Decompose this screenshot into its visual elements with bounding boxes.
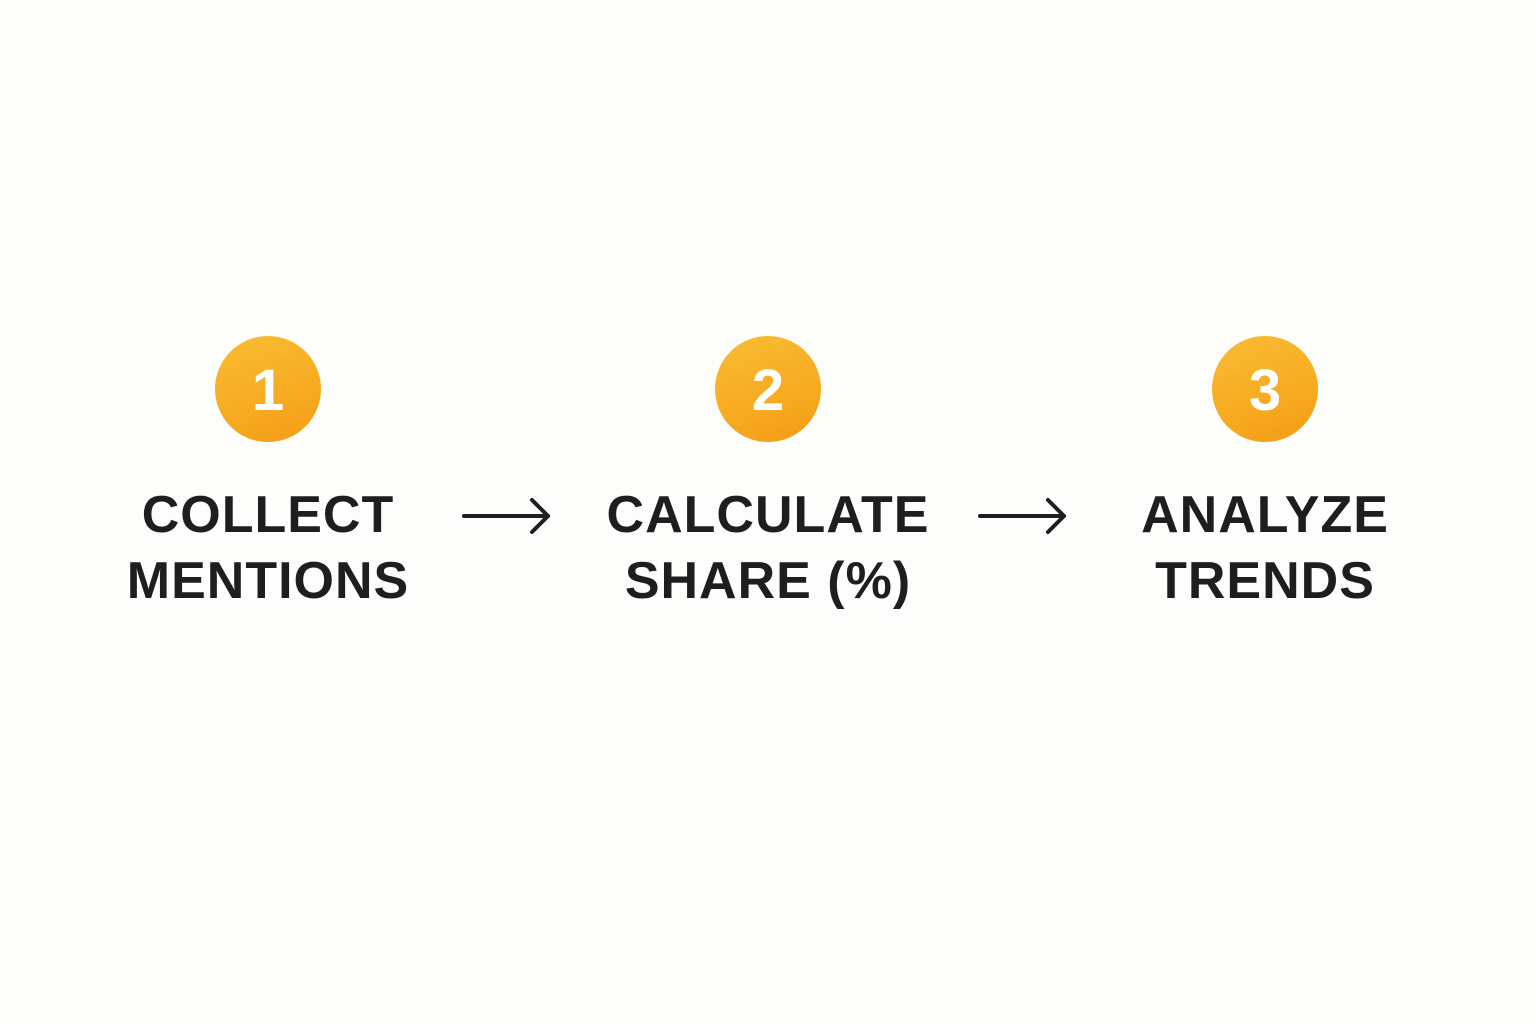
step-analyze-trends: 3 ANALYZE TRENDS (1085, 336, 1445, 614)
step-number: 2 (751, 358, 785, 423)
step-label-line-1: ANALYZE (1141, 486, 1389, 544)
step-collect-mentions: 1 COLLECT MENTIONS (88, 336, 448, 614)
step-label-line-2: TRENDS (1155, 552, 1375, 610)
step-label-line-2: MENTIONS (126, 552, 410, 610)
step-number: 3 (1248, 358, 1282, 423)
step-label-line-1: CALCULATE (606, 486, 930, 544)
step-label-line-2: SHARE (%) (624, 552, 912, 610)
right-arrow-icon (462, 498, 550, 534)
step-number-badge: 1 (215, 336, 321, 442)
step-calculate-share: 2 CALCULATE SHARE (%) (588, 336, 948, 614)
step-label: ANALYZE TRENDS (1141, 482, 1389, 614)
step-label: COLLECT MENTIONS (127, 482, 409, 614)
step-number: 1 (251, 358, 285, 423)
step-label-line-1: COLLECT (141, 486, 395, 544)
step-number-badge: 2 (715, 336, 821, 442)
step-label: CALCULATE SHARE (%) (607, 482, 930, 614)
step-number-badge: 3 (1212, 336, 1318, 442)
right-arrow-icon (978, 498, 1066, 534)
